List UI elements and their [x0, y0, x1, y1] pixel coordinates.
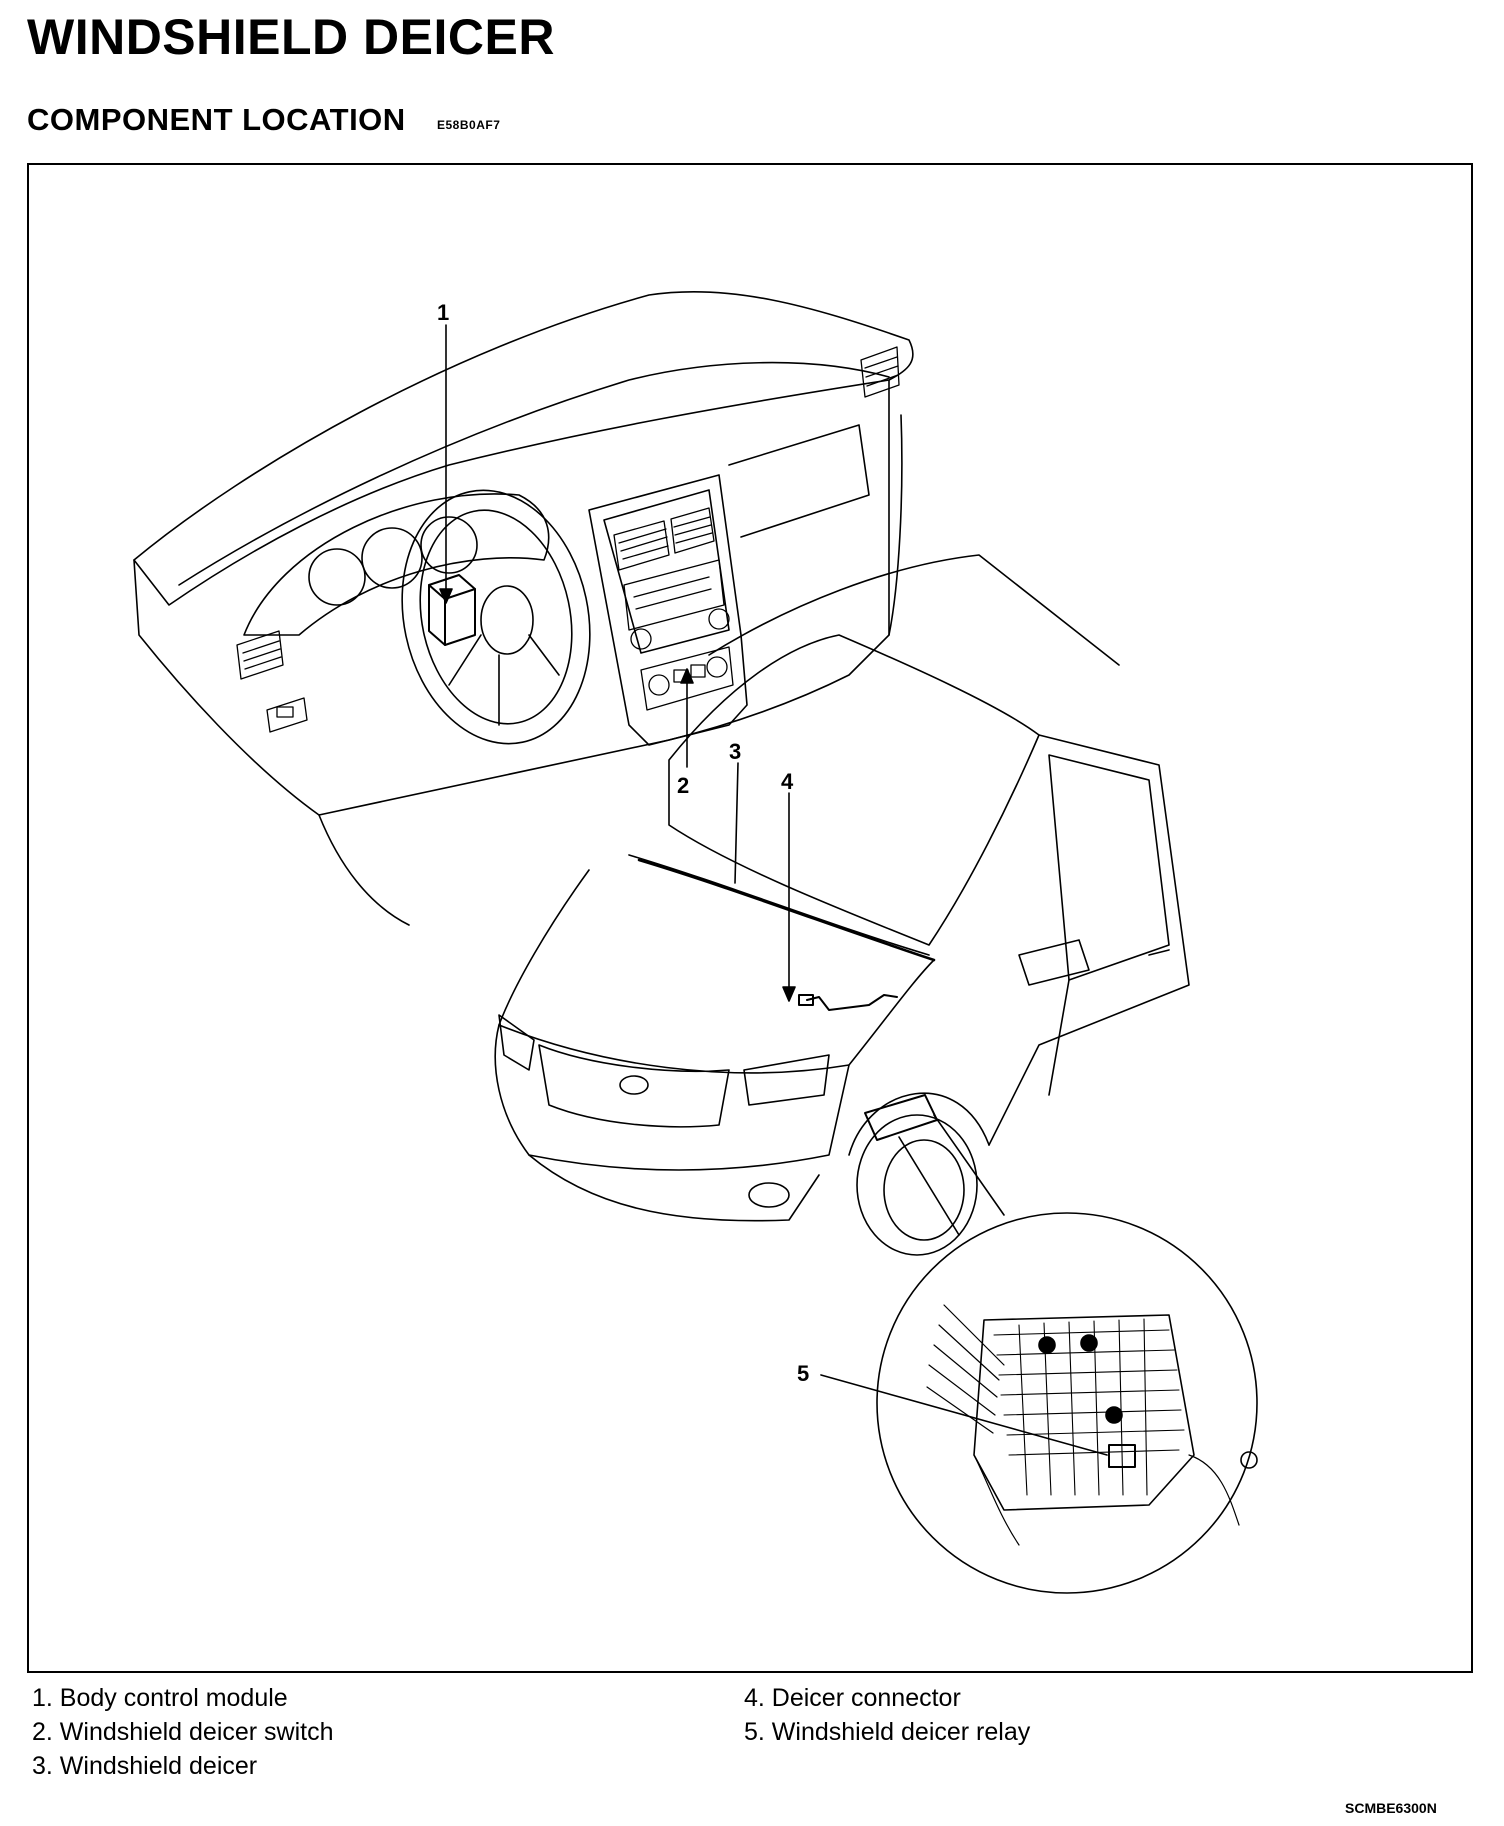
- headlight-right: [743, 1054, 830, 1106]
- leader-5: [820, 1374, 1108, 1456]
- detail-circle: [876, 1212, 1258, 1594]
- windshield-deicer-relay: [1108, 1444, 1136, 1468]
- dash-top-inner: [178, 361, 890, 586]
- windshield: [668, 634, 1040, 946]
- deicer-connector-plug: [798, 994, 814, 1006]
- relay-nut-2: [1080, 1334, 1098, 1352]
- headlight-left: [498, 1014, 535, 1071]
- dash-top-outline: [133, 290, 914, 606]
- vehicle-roof: [708, 554, 1120, 666]
- dashboard-illustration: [133, 290, 914, 926]
- left-vent: [236, 630, 284, 680]
- callout-5: 5: [797, 1361, 809, 1386]
- console-bezel: [603, 489, 730, 654]
- instrument-hood: [243, 493, 550, 636]
- vehicle-badge: [619, 1075, 649, 1095]
- harness-wires: [926, 1304, 1240, 1546]
- side-mirror: [1018, 939, 1090, 986]
- fuse-grid: [993, 1318, 1185, 1496]
- windshield-lower-edge: [628, 854, 930, 956]
- windshield-deicer-strip: [637, 858, 936, 962]
- front-wheel-hub: [883, 1139, 965, 1241]
- steering-wheel-hub: [480, 585, 534, 655]
- center-vents: [613, 507, 715, 571]
- callout-3: 3: [729, 739, 741, 764]
- dash-face: [133, 379, 890, 816]
- relay-detail-inset: [876, 1212, 1258, 1594]
- steering-wheel-inner: [419, 509, 573, 725]
- side-window: [1048, 754, 1170, 981]
- arrow-4: [782, 986, 796, 1002]
- vehicle-hood: [498, 869, 935, 1074]
- front-wheel: [856, 1114, 978, 1256]
- legend-item-2: 2. Windshield deicer switch: [32, 1718, 334, 1746]
- ground-bolt: [1240, 1451, 1258, 1469]
- dash-right-edge: [888, 414, 903, 636]
- relay-nut-1: [1038, 1336, 1056, 1354]
- vehicle-side: [988, 734, 1190, 1146]
- leader-lines: [439, 324, 1108, 1456]
- figure-id: SCMBE6300N: [1345, 1800, 1437, 1816]
- gauge-right: [420, 516, 478, 574]
- steering-wheel-rim: [401, 489, 591, 745]
- section-code: E58B0AF7: [437, 118, 501, 132]
- left-switch: [266, 697, 308, 733]
- steering-wheel-spokes: [448, 634, 560, 726]
- callout-1: 1: [437, 300, 449, 325]
- center-console: [588, 474, 748, 746]
- body-control-module: [428, 574, 476, 646]
- climate-panel: [640, 646, 734, 711]
- page-title: WINDSHIELD DEICER: [27, 9, 555, 65]
- right-vent: [860, 346, 900, 398]
- dash-lower-edge: [318, 814, 410, 926]
- component-diagram: 1 2 3 4 5: [133, 290, 1258, 1594]
- front-wheel-arch: [848, 1092, 990, 1156]
- arrow-1: [439, 588, 453, 604]
- relay-nut-3: [1105, 1406, 1123, 1424]
- front-bumper: [528, 1154, 820, 1222]
- vehicle-grille: [538, 1044, 730, 1128]
- door-handle: [1148, 949, 1170, 956]
- radio-unit: [623, 559, 730, 650]
- deicer-connector: [806, 994, 898, 1011]
- legend-item-4: 4. Deicer connector: [744, 1684, 961, 1712]
- legend-item-5: 5. Windshield deicer relay: [744, 1718, 1031, 1746]
- gauge-left: [308, 548, 366, 606]
- glove-box: [728, 424, 870, 538]
- callout-4: 4: [781, 769, 794, 794]
- door-line: [1048, 979, 1070, 1096]
- section-subtitle: COMPONENT LOCATION: [27, 102, 406, 137]
- legend-item-3: 3. Windshield deicer: [32, 1752, 258, 1780]
- legend-item-1: 1. Body control module: [32, 1684, 288, 1712]
- vehicle-front: [494, 1024, 850, 1171]
- vehicle-illustration: [494, 554, 1190, 1256]
- fog-light: [748, 1182, 790, 1208]
- leader-3: [734, 762, 739, 884]
- diagram-frame: 1 2 3 4 5: [27, 163, 1473, 1673]
- arrow-2: [680, 668, 694, 684]
- gauge-center: [361, 527, 423, 589]
- callout-2: 2: [677, 773, 689, 798]
- detail-leader-lines: [898, 1114, 1005, 1236]
